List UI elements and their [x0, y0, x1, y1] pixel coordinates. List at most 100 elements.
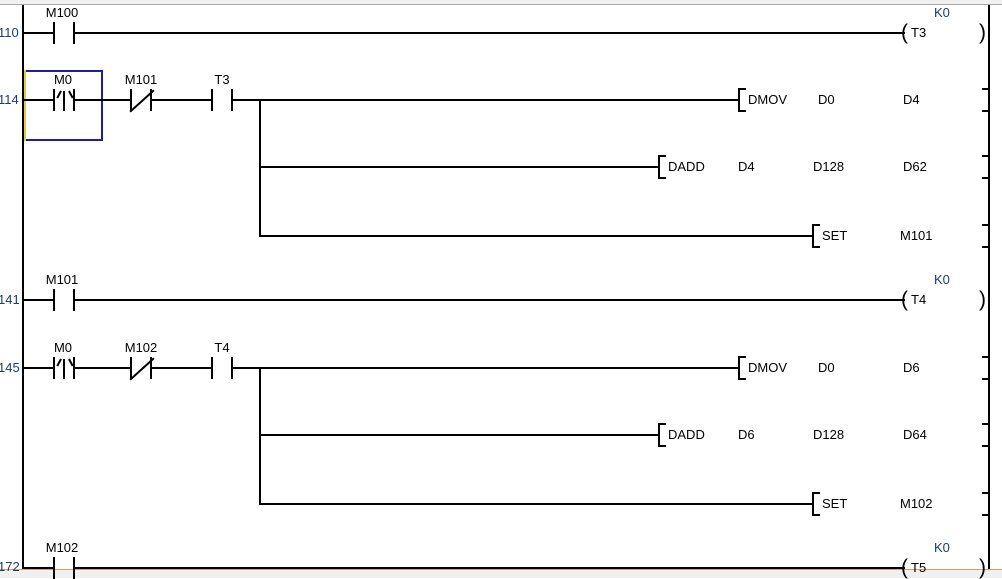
contact-label: M101 — [124, 72, 158, 87]
rung-wire — [75, 567, 905, 569]
instruction-bracket-right — [982, 88, 990, 112]
coil-close-paren: ) — [979, 288, 986, 311]
instruction-bracket-right — [982, 224, 990, 248]
rung-wire — [24, 367, 53, 369]
coil-close-paren: ) — [979, 21, 986, 44]
contact-bar-left — [53, 357, 55, 379]
contact-bar-right — [150, 357, 152, 379]
contact-bar-left — [211, 89, 213, 111]
coil-device[interactable]: T3 — [911, 25, 927, 40]
coil-close-paren: ) — [979, 556, 986, 579]
instruction-operand[interactable]: D6 — [903, 360, 920, 375]
contact-bar-right — [73, 357, 75, 379]
instruction-bracket-left — [738, 88, 746, 112]
branch-wire-vertical — [259, 99, 261, 237]
rising-edge-arrow-icon — [63, 91, 65, 111]
selection-accent-line — [24, 70, 26, 141]
instruction-bracket-right — [982, 423, 990, 447]
step-number: 145 — [0, 360, 20, 375]
branch-wire-vertical — [259, 367, 261, 505]
rung-wire — [24, 567, 53, 569]
contact-label: M0 — [53, 72, 73, 87]
contact-no-m102[interactable] — [53, 557, 75, 579]
instruction-bracket-right — [982, 492, 990, 516]
contact-no-m101[interactable] — [53, 289, 75, 311]
contact-bar-left — [53, 22, 55, 44]
instruction-operand[interactable]: D62 — [903, 159, 927, 174]
rung-wire — [75, 367, 130, 369]
contact-bar-left — [53, 89, 55, 111]
contact-bar-right — [150, 89, 152, 111]
contact-bar-left — [130, 357, 132, 379]
instruction-bracket-left — [812, 492, 820, 516]
contact-bar-right — [73, 22, 75, 44]
rung-wire — [233, 367, 738, 369]
branch-wire — [259, 434, 658, 436]
contact-bar-right — [73, 89, 75, 111]
instruction-operand[interactable]: D0 — [818, 360, 835, 375]
instruction-mnemonic[interactable]: DADD — [668, 427, 705, 442]
contact-bar-left — [211, 357, 213, 379]
instruction-operand[interactable]: D0 — [818, 92, 835, 107]
contact-nc-m102[interactable] — [129, 357, 155, 381]
branch-wire — [259, 235, 812, 237]
coil-preset: K0 — [934, 5, 950, 20]
instruction-mnemonic[interactable]: DADD — [668, 159, 705, 174]
rising-edge-arrow-icon — [63, 359, 65, 379]
instruction-operand[interactable]: D4 — [903, 92, 920, 107]
contact-bar-right — [231, 89, 233, 111]
right-power-rail — [988, 5, 990, 569]
contact-bar-left — [53, 289, 55, 311]
instruction-bracket-right — [982, 155, 990, 179]
instruction-operand[interactable]: M101 — [900, 228, 933, 243]
instruction-mnemonic[interactable]: SET — [822, 228, 848, 243]
coil-preset: K0 — [934, 540, 950, 555]
rung-wire — [152, 367, 211, 369]
coil-open-paren: ( — [901, 288, 908, 311]
rung-wire — [152, 99, 211, 101]
coil-preset: K0 — [934, 272, 950, 287]
instruction-bracket-right — [982, 356, 990, 380]
instruction-operand[interactable]: D64 — [903, 427, 927, 442]
instruction-mnemonic[interactable]: SET — [822, 496, 848, 511]
instruction-operand[interactable]: D128 — [813, 159, 845, 174]
contact-label: M100 — [45, 5, 79, 20]
contact-bar-left — [130, 89, 132, 111]
contact-label: T3 — [214, 72, 230, 87]
rung-wire — [75, 99, 130, 101]
rung-wire — [24, 299, 53, 301]
rising-edge-arrow-icon — [56, 90, 62, 99]
contact-bar-right — [73, 289, 75, 311]
instruction-bracket-left — [658, 155, 666, 179]
coil-device[interactable]: T4 — [911, 292, 927, 307]
contact-label: M102 — [124, 340, 158, 355]
instruction-operand[interactable]: D128 — [813, 427, 845, 442]
window-bottom-border — [0, 569, 1002, 578]
instruction-mnemonic[interactable]: DMOV — [748, 360, 787, 375]
instruction-operand[interactable]: M102 — [900, 496, 933, 511]
rung-wire — [75, 32, 905, 34]
contact-no-m100[interactable] — [53, 22, 75, 44]
contact-rising-edge-m0[interactable] — [53, 89, 75, 111]
instruction-bracket-left — [812, 224, 820, 248]
coil-device[interactable]: T5 — [911, 560, 927, 575]
instruction-operand[interactable]: D4 — [738, 159, 755, 174]
instruction-bracket-left — [658, 423, 666, 447]
contact-rising-edge-m0[interactable] — [53, 357, 75, 379]
branch-wire — [259, 166, 658, 168]
branch-wire — [259, 503, 812, 505]
coil-open-paren: ( — [901, 556, 908, 579]
left-power-rail — [22, 5, 24, 569]
contact-no-t3[interactable] — [211, 89, 233, 111]
contact-label: T4 — [214, 340, 230, 355]
contact-label: M101 — [45, 272, 79, 287]
rung-wire — [75, 299, 905, 301]
step-number: 141 — [0, 292, 20, 307]
contact-no-t4[interactable] — [211, 357, 233, 379]
rung-wire — [24, 32, 53, 34]
instruction-operand[interactable]: D6 — [738, 427, 755, 442]
instruction-mnemonic[interactable]: DMOV — [748, 92, 787, 107]
rung-wire — [24, 99, 53, 101]
contact-nc-m101[interactable] — [129, 89, 155, 113]
